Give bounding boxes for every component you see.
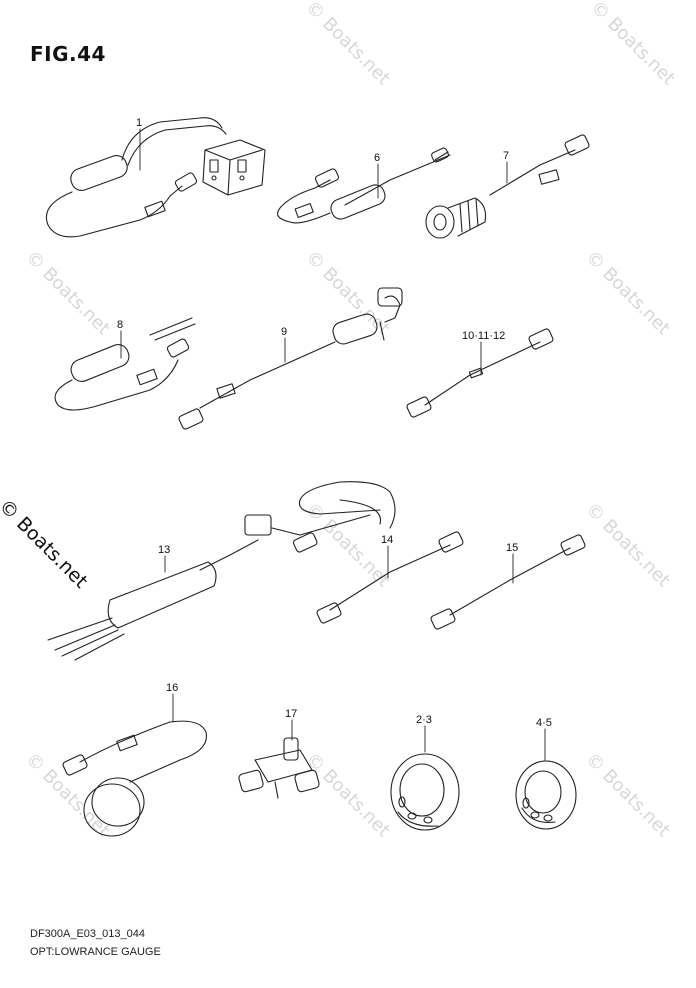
watermark-text: © Boats.net (586, 0, 678, 89)
part-16-puck-sensor (62, 720, 208, 837)
watermark-text: © Boats.net (581, 499, 673, 591)
part-2-3-mounting-ring (390, 753, 460, 831)
callout-13: 13 (158, 544, 170, 556)
watermark-text: © Boats.net (301, 247, 393, 339)
part-6-cable (277, 147, 451, 224)
watermark-group: © Boats.net © Boats.net © Boats.net © Bo… (21, 0, 678, 841)
callout-7: 7 (503, 150, 509, 162)
part-10-11-12-extension-cable (406, 328, 554, 418)
part-17-t-connector (238, 737, 320, 799)
diagram-code: DF300A_E03_013_044 (30, 928, 145, 940)
callout-6: 6 (374, 152, 380, 164)
part-15-cable (430, 534, 586, 630)
watermark-text: © Boats.net (301, 749, 393, 841)
figure-title: FIG.44 (30, 42, 106, 66)
callout-15: 15 (506, 542, 518, 554)
callout-16: 16 (166, 682, 178, 694)
part-8-power-cable (54, 317, 196, 411)
part-14-cable (316, 531, 464, 624)
part-1-sensor-harness (45, 117, 266, 238)
part-7-through-hull-sensor (425, 134, 590, 239)
callout-17: 17 (285, 708, 297, 720)
callout-labels: 1 6 7 8 9 10·11·12 13 14 15 16 17 2·3 4·… (117, 117, 552, 729)
watermark-text: © Boats.net (581, 247, 673, 339)
callout-14: 14 (381, 534, 393, 546)
watermark-text: © Boats.net (301, 0, 393, 89)
callout-2-3: 2·3 (416, 714, 432, 726)
callout-1: 1 (136, 117, 142, 129)
leader-lines (120, 128, 546, 761)
watermark-text: © Boats.net (21, 247, 113, 339)
callout-10-11-12: 10·11·12 (462, 330, 505, 342)
part-4-5-mounting-ring (515, 760, 577, 830)
part-9-elbow-sensor (178, 287, 403, 430)
watermark-text: © Boats.net (21, 749, 113, 841)
part-13-main-harness (47, 481, 396, 661)
diagram-caption: OPT:LOWRANCE GAUGE (30, 946, 161, 958)
watermark-text: © Boats.net (581, 749, 673, 841)
callout-8: 8 (117, 319, 123, 331)
callout-9: 9 (281, 326, 287, 338)
callout-4-5: 4·5 (536, 717, 552, 729)
